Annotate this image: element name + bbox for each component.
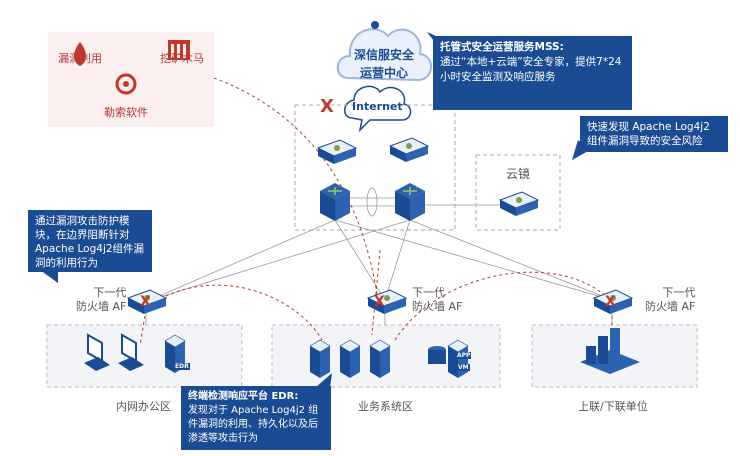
soc-cloud [336,21,432,82]
blocked-x-icon: X [320,96,334,117]
firewall-label: 下一代防火墙 AF [412,286,463,313]
gateway-device [317,139,357,165]
firewall-label: 下一代防火墙 AF [76,286,127,313]
af-callout: 通过漏洞攻击防护模块，在边界阻断针对Apache Log4j2组件漏洞的利用行为 [28,210,152,272]
edr-server-icon [339,339,361,379]
yunjing-device [499,191,539,217]
internet-cloud [344,85,412,133]
edr-server-icon [369,339,391,379]
block-x-icons: X X X X [140,96,616,310]
vm-tag: VM [457,364,470,371]
core-zone [294,104,456,231]
zone-label: 内网办公区 [116,400,171,413]
edr-server-icon [309,339,331,379]
core-switch [319,182,351,222]
gateway-device [389,137,429,163]
log4j-callout: 快速发现 Apache Log4j2 组件漏洞导致的安全风险 [580,116,728,152]
zone-label: 业务系统区 [358,400,413,413]
yunjing-label: 云镜 [506,167,531,181]
internet-label: Internet [352,100,403,113]
blocked-x-icon: X [140,294,151,310]
core-switch [394,182,426,222]
app-tag: APP [456,352,472,359]
office-zone [46,324,243,388]
users-icon [371,21,379,29]
threat-label: 挖矿木马 [160,52,204,65]
soc-label: 深信服安全运营中心 [353,48,414,80]
zone-label: 上联/下联单位 [578,400,648,413]
fire-icon [74,42,86,66]
partner-buildings-icon [580,328,640,374]
edr-tag: EDR [174,363,190,370]
threat-label: 漏洞利用 [58,52,102,65]
mss-callout: 托管式安全运营服务MSS:通过“本地+云端”安全专家，提供7*24小时安全监测及… [433,36,632,110]
blocked-x-icon: X [605,294,616,310]
firewall-label: 下一代防火墙 AF [645,286,696,313]
blocked-x-icon: X [374,294,385,310]
biohazard-icon [115,73,137,95]
building-icon [168,40,190,60]
database-icon [428,346,446,364]
threat-label: 勒索软件 [104,106,148,119]
app-vm-server-icon [447,339,469,379]
yunjing-zone [475,154,561,231]
edr-callout: 终端检测响应平台 EDR:发现对于 Apache Log4j2 组件漏洞的利用、… [181,386,331,450]
network-links [145,187,613,325]
